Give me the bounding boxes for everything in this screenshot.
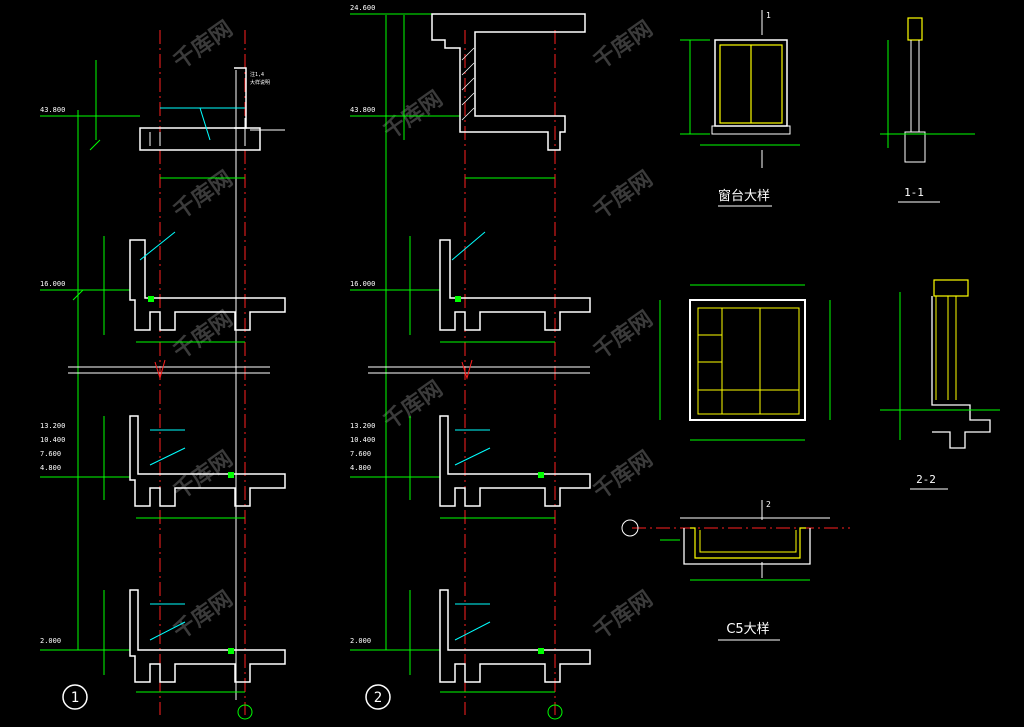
elevation-label: 2.000	[40, 637, 61, 645]
elevation-label: 43.800	[40, 106, 65, 114]
detail-marker-number: 2	[374, 690, 382, 706]
elevation-label: 24.600	[350, 4, 375, 12]
elevation-label: 7.600	[40, 450, 61, 458]
detail-circle-icon	[62, 684, 88, 710]
section-cut-label: 1	[766, 11, 771, 20]
window-elevation-detail	[659, 284, 831, 441]
watermark: 千库网	[589, 167, 657, 225]
svg-text:大样说明: 大样说明	[250, 79, 270, 86]
elevation-label: 16.000	[40, 280, 65, 288]
watermark: 千库网	[589, 17, 657, 75]
elevation-label: 10.400	[350, 436, 375, 444]
detail-marker-number: 1	[71, 690, 79, 706]
watermark: 千库网	[169, 307, 237, 365]
window-sill-detail: 1 窗台大样	[680, 10, 800, 207]
elevation-label: 16.000	[350, 280, 375, 288]
watermark: 千库网	[169, 17, 237, 75]
axis-marker-icon	[547, 704, 563, 720]
elevation-label: 4.800	[350, 464, 371, 472]
elevation-label: 10.400	[40, 436, 65, 444]
svg-text:注1,4: 注1,4	[250, 71, 264, 78]
section-cut-label: 2	[766, 500, 771, 509]
elevation-label: 13.200	[350, 422, 375, 430]
axis-marker-icon	[237, 704, 253, 720]
elevation-label: 4.800	[40, 464, 61, 472]
section-title: 1-1	[904, 186, 924, 199]
section-2-2-detail: 2-2	[880, 279, 1000, 490]
section-1-1-detail: 1-1	[880, 17, 975, 203]
watermark: 千库网	[589, 587, 657, 645]
axis-marker-icon	[621, 519, 639, 537]
c5-detail: 2 C5大样	[621, 500, 850, 641]
watermark: 千库网	[169, 587, 237, 645]
wall-section-detail-1: 注1,4 大样说明 43.800 16.000 13.200 10.400 7.	[40, 30, 286, 720]
elevation-label: 43.800	[350, 106, 375, 114]
watermark: 千库网	[589, 307, 657, 365]
elevation-label: 2.000	[350, 637, 371, 645]
detail-title: 窗台大样	[718, 188, 770, 204]
watermark: 千库网	[169, 447, 237, 505]
section-title: 2-2	[916, 473, 936, 486]
wall-section-detail-2: 24.600 43.800 16.000 13.200 10.400 7.600…	[350, 4, 591, 720]
detail-title: C5大样	[726, 622, 769, 637]
watermark: 千库网	[589, 447, 657, 505]
elevation-label: 13.200	[40, 422, 65, 430]
detail-circle-icon	[365, 684, 391, 710]
elevation-label: 7.600	[350, 450, 371, 458]
watermark: 千库网	[379, 377, 447, 435]
watermark: 千库网	[169, 167, 237, 225]
